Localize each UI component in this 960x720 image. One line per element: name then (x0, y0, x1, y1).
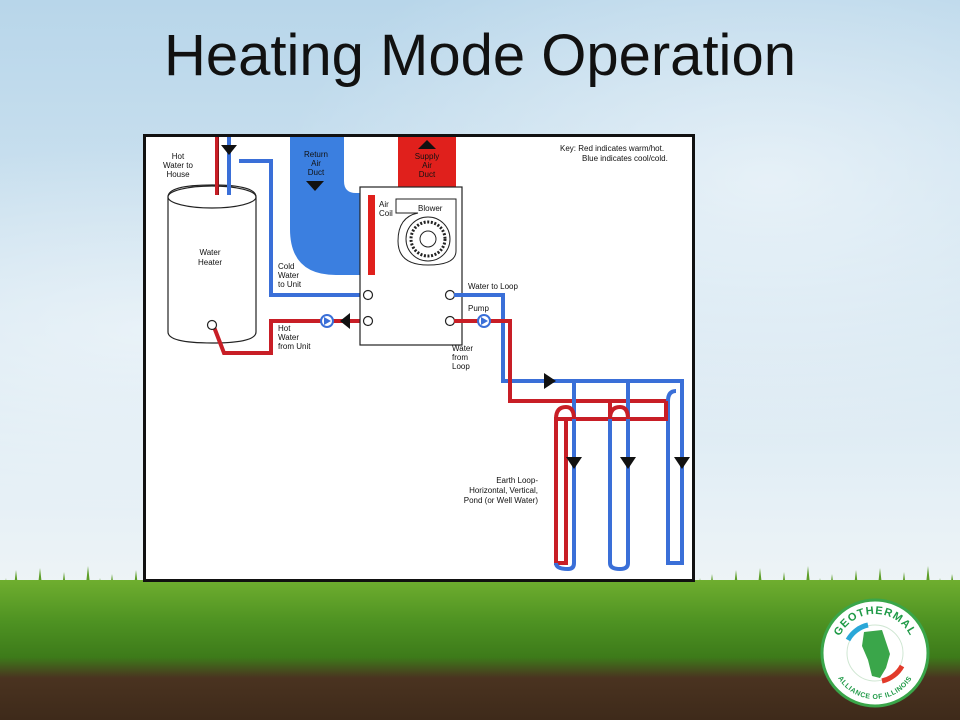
loop-arrow-right-icon (544, 373, 556, 389)
cold-water-label-2: Water (278, 271, 299, 280)
heat-pump-unit: Air Coil Blower (359, 186, 463, 346)
geothermal-alliance-logo: GEOTHERMAL ALLIANCE OF ILLINOIS (820, 598, 930, 708)
earth-loop-label-2: Horizontal, Vertical, (469, 486, 538, 495)
return-air-duct (290, 137, 360, 275)
water-heater-label-1: Water (199, 248, 220, 257)
earth-loop (554, 381, 690, 572)
water-from-loop-label-3: Loop (452, 362, 470, 371)
water-from-loop-label-2: from (452, 353, 468, 362)
supply-air-arrow-icon (418, 140, 436, 149)
diagram-canvas: Key: Red indicates warm/hot. Blue indica… (163, 137, 690, 572)
pump-label: Pump (468, 304, 489, 313)
supply-air-label-3: Duct (419, 170, 436, 179)
return-air-label-3: Duct (308, 168, 325, 177)
blower-label: Blower (418, 204, 443, 213)
return-air-label-1: Return (304, 150, 328, 159)
water-from-loop-label-1: Water (452, 344, 473, 353)
return-air-label-2: Air (311, 159, 321, 168)
air-coil (368, 195, 375, 275)
recycle-arrow-icon (881, 664, 905, 684)
return-air-arrow-icon (306, 181, 324, 191)
earth-loop-arrow-icon (674, 457, 690, 469)
cold-water-label-1: Cold (278, 262, 294, 271)
cold-water-label-3: to Unit (278, 280, 302, 289)
geothermal-diagram: Key: Red indicates warm/hot. Blue indica… (143, 134, 695, 582)
earth-loop-label-3: Pond (or Well Water) (464, 496, 539, 505)
water-heater: Water Heater (167, 184, 257, 344)
slide-title: Heating Mode Operation (164, 23, 796, 88)
hot-water-label-1: Hot (172, 152, 185, 161)
hot-water-from-unit-label-1: Hot (278, 324, 291, 333)
earth-loop-arrow-icon (620, 457, 636, 469)
water-heater-label-2: Heater (198, 258, 222, 267)
illinois-map-icon (862, 630, 890, 678)
grass-ground (0, 580, 960, 720)
air-coil-label-1: Air (379, 200, 389, 209)
key-line-1: Key: Red indicates warm/hot. (560, 144, 664, 153)
hot-water-from-unit-pipe (212, 319, 366, 355)
water-to-loop-label: Water to Loop (468, 282, 519, 291)
key-line-2: Blue indicates cool/cold. (582, 154, 668, 163)
cold-water-to-unit-pipe (239, 159, 366, 297)
hot-water-label-2: Water to (163, 161, 193, 170)
flow-arrow-left-icon (340, 313, 350, 329)
hot-water-label-3: House (166, 170, 190, 179)
hot-water-from-unit-label-3: from Unit (278, 342, 311, 351)
earth-loop-label-1: Earth Loop- (496, 476, 538, 485)
water-to-loop-pipe (454, 293, 684, 565)
air-coil-label-2: Coil (379, 209, 393, 218)
water-from-loop-pipe (454, 319, 668, 565)
hot-water-from-unit-label-2: Water (278, 333, 299, 342)
supply-air-label-2: Air (422, 161, 432, 170)
supply-air-label-1: Supply (415, 152, 439, 161)
flow-arrow-down-icon (221, 145, 237, 155)
earth-loop-arrow-icon (566, 457, 582, 469)
recycle-arrow-icon (845, 622, 869, 642)
